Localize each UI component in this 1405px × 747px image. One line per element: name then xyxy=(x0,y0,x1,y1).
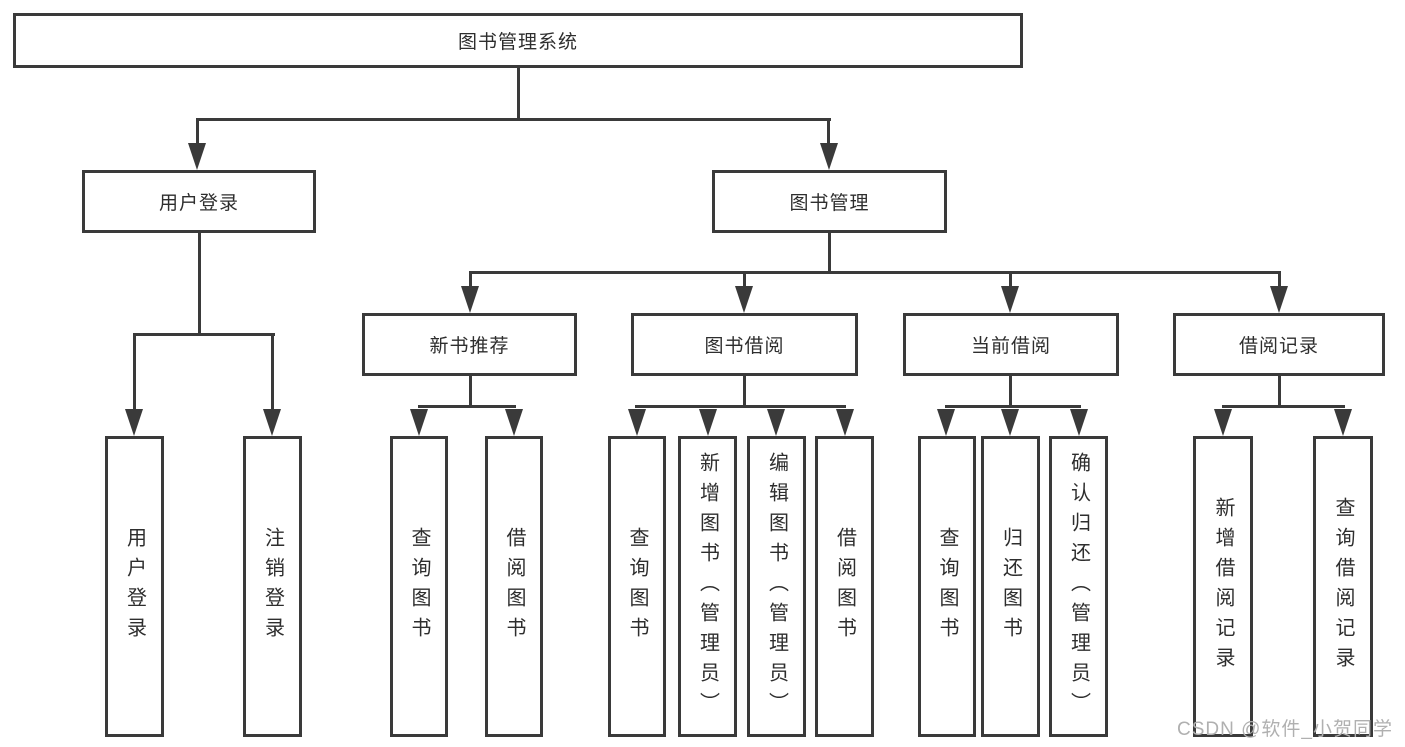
leaf-recommend-borrow-books-box: 借阅图书 xyxy=(485,436,543,737)
arrow-down-icon xyxy=(1334,409,1352,436)
node-book-borrowing-label: 图书借阅 xyxy=(704,336,785,357)
connector-line xyxy=(198,233,201,336)
leaf-recommend-query-books-box: 查询图书 xyxy=(390,436,448,737)
arrow-down-icon xyxy=(410,409,428,436)
arrow-down-icon xyxy=(699,409,717,436)
connector-line xyxy=(1009,271,1012,286)
connector-line xyxy=(827,118,830,146)
node-borrowing-records-label: 借阅记录 xyxy=(1238,336,1319,357)
connector-line xyxy=(828,233,831,274)
arrow-down-icon xyxy=(836,409,854,436)
leaf-records-query-record-label: 查询借阅记录 xyxy=(1332,496,1354,677)
leaf-borrowing-edit-books-admin-box: 编辑图书（管理员） xyxy=(747,436,806,737)
node-current-borrowing-box: 当前借阅 xyxy=(903,313,1119,376)
connector-line xyxy=(418,405,516,408)
arrow-down-icon xyxy=(125,409,143,436)
leaf-recommend-borrow-books-label: 借阅图书 xyxy=(503,526,525,647)
arrow-down-icon xyxy=(937,409,955,436)
leaf-current-return-books-label: 归还图书 xyxy=(999,526,1022,647)
node-new-book-recommendation-label: 新书推荐 xyxy=(429,336,510,357)
leaf-borrowing-add-books-admin-box: 新增图书（管理员） xyxy=(678,436,737,737)
leaf-current-confirm-return-admin-box: 确认归还（管理员） xyxy=(1049,436,1108,737)
connector-line xyxy=(517,68,520,121)
node-current-borrowing-label: 当前借阅 xyxy=(970,336,1051,357)
connector-line xyxy=(945,405,1081,408)
node-user-login-label: 用户登录 xyxy=(158,193,239,214)
leaf-records-add-record-box: 新增借阅记录 xyxy=(1193,436,1253,737)
arrow-down-icon xyxy=(735,286,753,313)
root-node-box: 图书管理系统 xyxy=(13,13,1023,68)
arrow-down-icon xyxy=(1214,409,1232,436)
arrow-down-icon xyxy=(1070,409,1088,436)
connector-line xyxy=(1009,376,1012,408)
connector-line xyxy=(133,333,275,336)
leaf-current-query-books-label: 查询图书 xyxy=(936,526,958,647)
leaf-borrowing-query-books-box: 查询图书 xyxy=(608,436,666,737)
arrow-down-icon xyxy=(461,286,479,313)
leaf-records-query-record-box: 查询借阅记录 xyxy=(1313,436,1373,737)
leaf-borrowing-borrow-books-box: 借阅图书 xyxy=(815,436,874,737)
connector-line xyxy=(1222,405,1345,408)
leaf-borrowing-edit-books-admin-label: 编辑图书（管理员） xyxy=(765,451,788,722)
connector-line xyxy=(469,271,1281,274)
connector-line xyxy=(469,376,472,408)
connector-line xyxy=(196,118,199,146)
csdn-watermark: CSDN @软件_小贺同学 xyxy=(1177,719,1393,740)
leaf-borrowing-query-books-label: 查询图书 xyxy=(626,526,648,647)
connector-line xyxy=(743,271,746,286)
arrow-down-icon xyxy=(505,409,523,436)
connector-line xyxy=(133,333,136,410)
leaf-records-add-record-label: 新增借阅记录 xyxy=(1212,496,1234,677)
arrow-down-icon xyxy=(767,409,785,436)
leaf-user-login-label: 用户登录 xyxy=(123,526,146,647)
leaf-current-confirm-return-admin-label: 确认归还（管理员） xyxy=(1067,451,1090,722)
arrow-down-icon xyxy=(263,409,281,436)
connector-line xyxy=(1278,376,1281,408)
leaf-current-query-books-box: 查询图书 xyxy=(918,436,976,737)
leaf-logout-box: 注销登录 xyxy=(243,436,302,737)
leaf-borrowing-add-books-admin-label: 新增图书（管理员） xyxy=(696,451,719,722)
leaf-user-login-box: 用户登录 xyxy=(105,436,164,737)
leaf-logout-label: 注销登录 xyxy=(261,526,284,647)
connector-line xyxy=(635,405,846,408)
node-book-management-label: 图书管理 xyxy=(789,193,870,214)
connector-line xyxy=(1278,271,1281,286)
arrow-down-icon xyxy=(188,143,206,170)
connector-line xyxy=(196,118,831,121)
node-book-management-box: 图书管理 xyxy=(712,170,947,233)
arrow-down-icon xyxy=(1001,409,1019,436)
arrow-down-icon xyxy=(820,143,838,170)
arrow-down-icon xyxy=(1001,286,1019,313)
node-new-book-recommendation-box: 新书推荐 xyxy=(362,313,577,376)
node-book-borrowing-box: 图书借阅 xyxy=(631,313,858,376)
node-user-login-box: 用户登录 xyxy=(82,170,316,233)
connector-line xyxy=(743,376,746,408)
arrow-down-icon xyxy=(628,409,646,436)
leaf-current-return-books-box: 归还图书 xyxy=(981,436,1040,737)
connector-line xyxy=(271,333,274,410)
connector-line xyxy=(469,271,472,286)
leaf-borrowing-borrow-books-label: 借阅图书 xyxy=(833,526,856,647)
arrow-down-icon xyxy=(1270,286,1288,313)
leaf-recommend-query-books-label: 查询图书 xyxy=(408,526,430,647)
root-node-label: 图书管理系统 xyxy=(457,32,578,53)
node-borrowing-records-box: 借阅记录 xyxy=(1173,313,1385,376)
